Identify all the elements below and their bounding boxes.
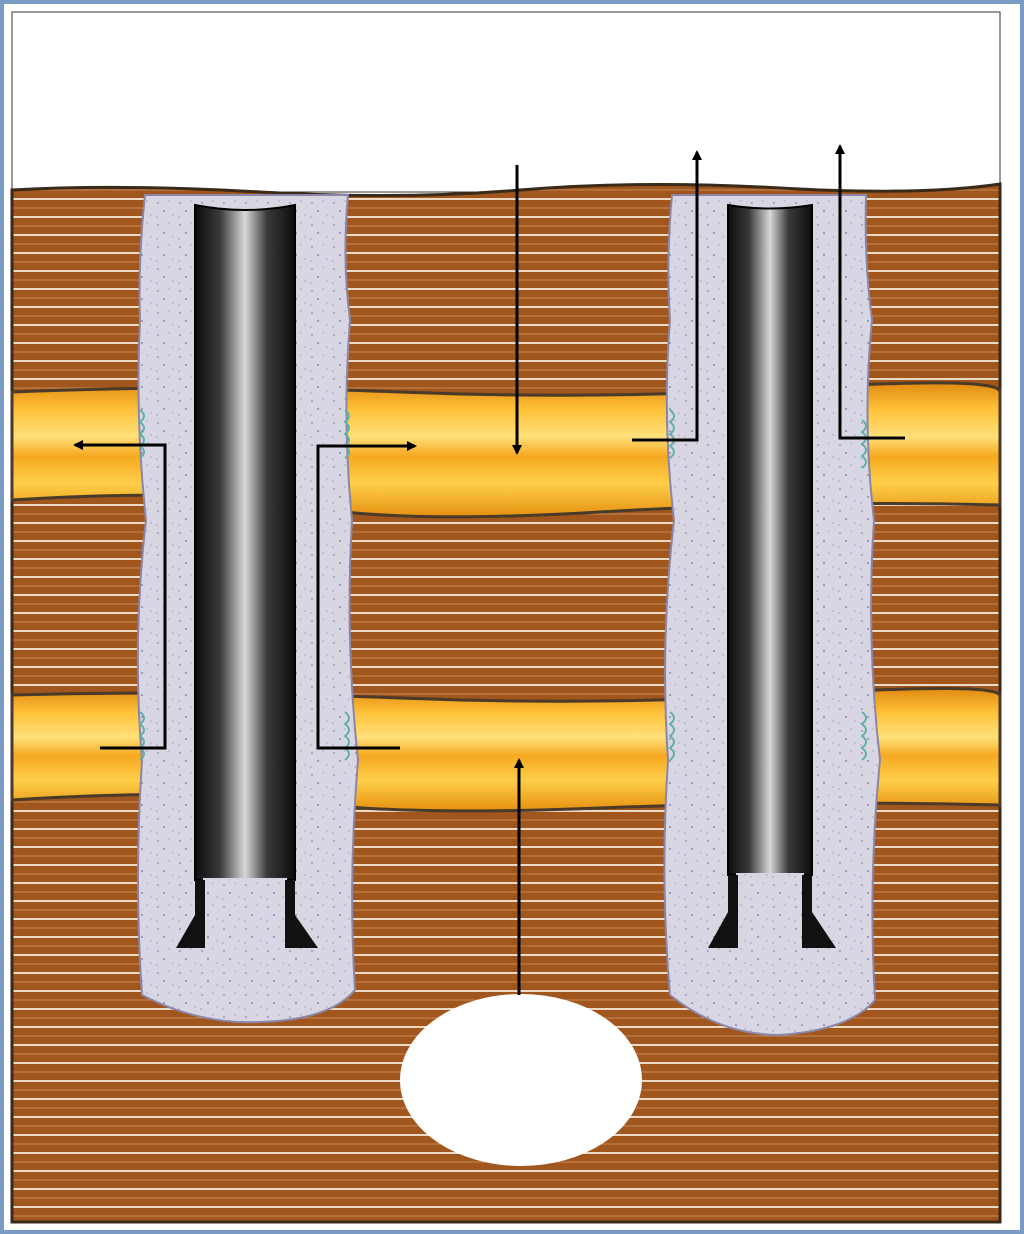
cavity-void — [400, 994, 642, 1166]
casing-right — [708, 203, 836, 948]
flow-path-left-inner — [316, 441, 417, 750]
flow-path-right-outer — [835, 144, 905, 440]
surface-sky — [11, 11, 1001, 193]
casing-left — [176, 203, 318, 948]
flow-path-right-inner — [632, 150, 702, 442]
flow-arrows — [73, 144, 905, 995]
perforation-marks — [138, 409, 867, 761]
flow-path-left-outer — [73, 440, 167, 750]
